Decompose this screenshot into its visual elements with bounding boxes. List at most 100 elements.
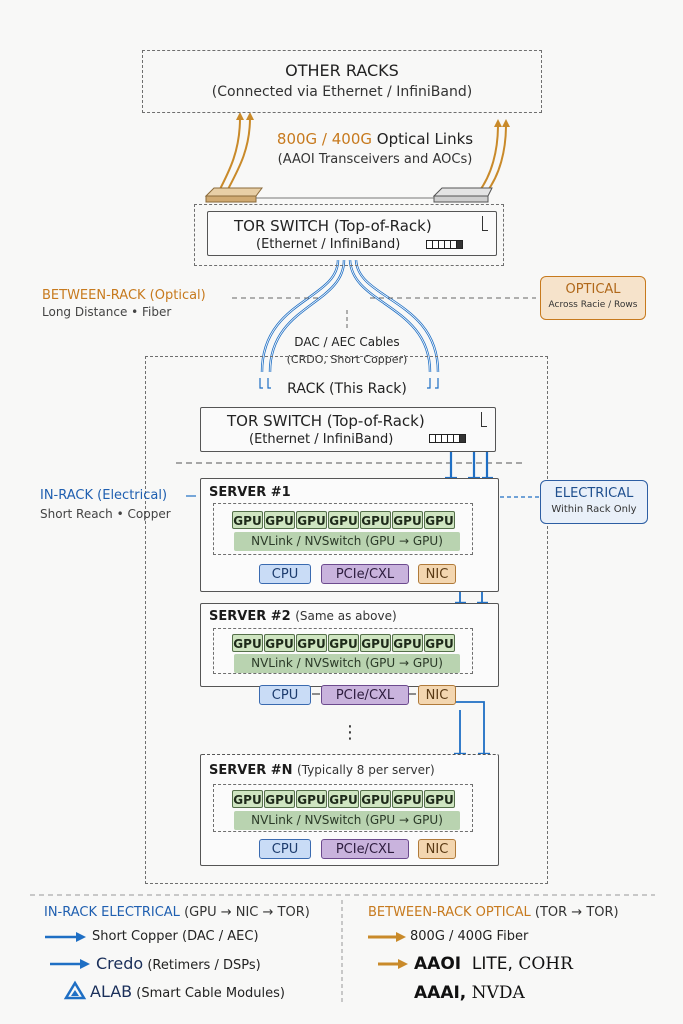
legend-arrow-orange-1	[368, 932, 406, 942]
other-racks-subtitle: (Connected via Ethernet / InfiniBand)	[211, 84, 473, 100]
between-rack-sub: Long Distance • Fiber	[42, 305, 172, 319]
gpu-chip: GPU	[360, 790, 391, 808]
gpu-chip: GPU	[232, 790, 263, 808]
gpu-chip: GPU	[424, 511, 455, 529]
gpu-chip: GPU	[296, 790, 327, 808]
nvlink-bar: NVLink / NVSwitch (GPU → GPU)	[234, 811, 460, 830]
optical-links-text: Optical Links	[376, 130, 474, 148]
arrowhead-icon	[246, 112, 254, 120]
in-rack-sub: Short Reach • Copper	[40, 507, 171, 521]
nvlink-bar: NVLink / NVSwitch (GPU → GPU)	[234, 532, 460, 551]
gpu-chip: GPU	[264, 790, 295, 808]
legend-item-short-copper: Short Copper (DAC / AEC)	[92, 929, 259, 944]
gpu-chip: GPU	[264, 511, 295, 529]
nic-chip: NIC	[418, 685, 456, 705]
legend-item-aaoi: AAOI LITE, COHR	[414, 954, 573, 974]
dac-cable-inner	[261, 259, 439, 373]
top-tor-outer	[194, 204, 504, 266]
optical-links-speed: 800G / 400G	[276, 130, 373, 148]
legend-item-credo: Credo (Retimers / DSPs)	[96, 954, 261, 973]
transceiver-right-icon	[432, 187, 493, 203]
legend-left-heading: IN-RACK ELECTRICAL (GPU → NIC → TOR)	[44, 905, 310, 920]
optical-badge-title: OPTICAL	[565, 282, 621, 297]
rack-tor-switch: TOR SWITCH (Top-of-Rack) (Ethernet / Inf…	[200, 407, 496, 452]
gpu-chip: GPU	[232, 634, 263, 652]
electrical-badge: ELECTRICAL Within Rack Only	[540, 480, 648, 524]
gpu-chip: GPU	[360, 511, 391, 529]
gpu-chip: GPU	[424, 634, 455, 652]
gpu-chip: GPU	[296, 634, 327, 652]
server-title: SERVER #1	[209, 485, 291, 500]
gpu-chip: GPU	[232, 511, 263, 529]
other-racks-title: OTHER RACKS	[285, 61, 399, 80]
server-title: SERVER #2 (Same as above)	[209, 609, 397, 624]
arrowhead-icon	[236, 112, 244, 120]
server-title: SERVER #N (Typically 8 per server)	[209, 763, 435, 778]
arrowhead-icon	[502, 119, 510, 127]
dac-cables-title: DAC / AEC Cables	[294, 335, 400, 349]
rack-tor-subtitle: (Ethernet / InfiniBand)	[249, 432, 394, 447]
legend-arrow-blue-2	[50, 959, 90, 969]
between-rack-label: BETWEEN-RACK (Optical)	[42, 288, 206, 303]
rack-container	[145, 356, 548, 884]
transceiver-left-icon	[204, 187, 263, 203]
electrical-badge-sub: Within Rack Only	[551, 504, 637, 515]
optical-links-label: 800G / 400G Optical Links	[255, 130, 495, 148]
cpu-chip: CPU	[259, 685, 311, 705]
switch-ports-icon	[429, 434, 466, 443]
pcie-chip: PCIe/CXL	[321, 839, 409, 859]
rack-tor-title: TOR SWITCH (Top-of-Rack)	[227, 412, 425, 430]
legend-arrow-blue-1	[45, 932, 86, 942]
gpu-chip: GPU	[264, 634, 295, 652]
optical-links-detail: (AAOI Transceivers and AOCs)	[277, 152, 473, 167]
gpu-chip: GPU	[392, 511, 423, 529]
alab-triangle-icon	[63, 980, 87, 1000]
top-tor-subtitle: (Ethernet / InfiniBand)	[256, 237, 401, 252]
switch-ports-icon	[426, 240, 463, 249]
cable-end-brackets	[259, 378, 439, 389]
nic-chip: NIC	[418, 564, 456, 584]
optical-badge: OPTICAL Across Racie / Rows	[540, 276, 646, 320]
bracket-icon	[482, 216, 488, 231]
gpu-chip: GPU	[392, 790, 423, 808]
arrowhead-icon	[494, 119, 502, 127]
optical-badge-sub: Across Racie / Rows	[548, 300, 638, 310]
gpu-chip: GPU	[424, 790, 455, 808]
nic-chip: NIC	[418, 839, 456, 859]
cpu-chip: CPU	[259, 839, 311, 859]
gpu-chip: GPU	[328, 790, 359, 808]
electrical-badge-title: ELECTRICAL	[554, 486, 634, 501]
top-tor-title: TOR SWITCH (Top-of-Rack)	[234, 217, 432, 235]
legend-item-aaai: AAAI, NVDA	[414, 983, 525, 1003]
pcie-chip: PCIe/CXL	[321, 564, 409, 584]
cpu-chip: CPU	[259, 564, 311, 584]
optical-fiber-left	[217, 117, 251, 194]
legend-arrow-orange-2	[378, 959, 408, 969]
in-rack-label: IN-RACK (Electrical)	[40, 488, 168, 503]
gpu-chip: GPU	[360, 634, 391, 652]
gpu-chip: GPU	[328, 634, 359, 652]
bracket-icon	[481, 412, 487, 427]
ellipsis: ⋮	[341, 722, 359, 743]
other-racks-box: OTHER RACKS (Connected via Ethernet / In…	[142, 50, 542, 113]
legend-item-fiber: 800G / 400G Fiber	[410, 929, 529, 944]
legend-item-alab: ALAB (Smart Cable Modules)	[90, 982, 285, 1001]
rack-label: RACK (This Rack)	[272, 381, 422, 397]
legend-right-heading: BETWEEN-RACK OPTICAL (TOR → TOR)	[368, 905, 619, 920]
top-tor-switch: TOR SWITCH (Top-of-Rack) (Ethernet / Inf…	[207, 211, 497, 256]
gpu-chip: GPU	[296, 511, 327, 529]
pcie-chip: PCIe/CXL	[321, 685, 409, 705]
gpu-chip: GPU	[392, 634, 423, 652]
gpu-chip: GPU	[328, 511, 359, 529]
nvlink-bar: NVLink / NVSwitch (GPU → GPU)	[234, 654, 460, 673]
